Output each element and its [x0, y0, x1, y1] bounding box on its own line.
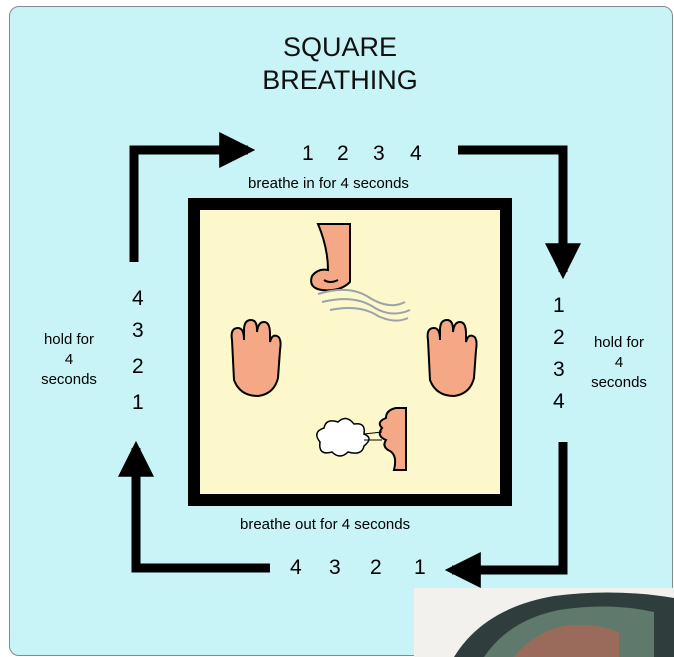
top-count-1: 1: [302, 142, 314, 165]
top-count-3: 3: [373, 142, 385, 165]
corner-photo: [414, 588, 674, 657]
bottom-count-2: 2: [370, 556, 382, 579]
left-caption-line-2: 4: [64, 351, 74, 368]
right-caption: hold for 4 seconds: [576, 333, 662, 393]
left-hand-icon: [230, 318, 282, 398]
right-count-4: 4: [553, 390, 565, 413]
bottom-count-4: 4: [290, 556, 302, 579]
arrow-icon: [444, 442, 568, 588]
bottom-caption: breathe out for 4 seconds: [240, 516, 411, 533]
right-caption-line-2: 4: [614, 354, 624, 371]
left-caption-line-1: hold for: [43, 331, 95, 348]
left-count-3: 3: [132, 319, 144, 342]
exhale-cloud-icon: [316, 417, 383, 457]
right-caption-line-1: hold for: [593, 334, 645, 351]
right-count-2: 2: [553, 326, 565, 349]
title-line-1: SQUARE: [282, 32, 398, 62]
right-count-3: 3: [553, 358, 565, 381]
left-caption-line-3: seconds: [41, 371, 97, 388]
nose-icon: [310, 223, 351, 292]
arrow-icon: [118, 440, 270, 573]
bottom-count-1: 1: [414, 556, 426, 579]
right-count-1: 1: [553, 294, 565, 317]
top-caption: breathe in for 4 seconds: [248, 175, 409, 192]
top-count-4: 4: [410, 142, 422, 165]
left-count-4: 4: [132, 287, 144, 310]
breathing-square: [188, 198, 512, 506]
top-count-2: 2: [337, 142, 349, 165]
arrow-icon: [458, 145, 581, 280]
face-exhaling-icon: [378, 407, 407, 471]
left-count-2: 2: [132, 355, 144, 378]
title-line-2: BREATHING: [262, 65, 418, 95]
left-count-1: 1: [132, 391, 144, 414]
right-caption-line-3: seconds: [591, 374, 647, 391]
breath-mist-icon: [317, 288, 411, 322]
left-caption: hold for 4 seconds: [26, 330, 112, 390]
arrow-icon: [129, 132, 256, 262]
bottom-count-3: 3: [329, 556, 341, 579]
right-hand-icon: [426, 318, 478, 398]
